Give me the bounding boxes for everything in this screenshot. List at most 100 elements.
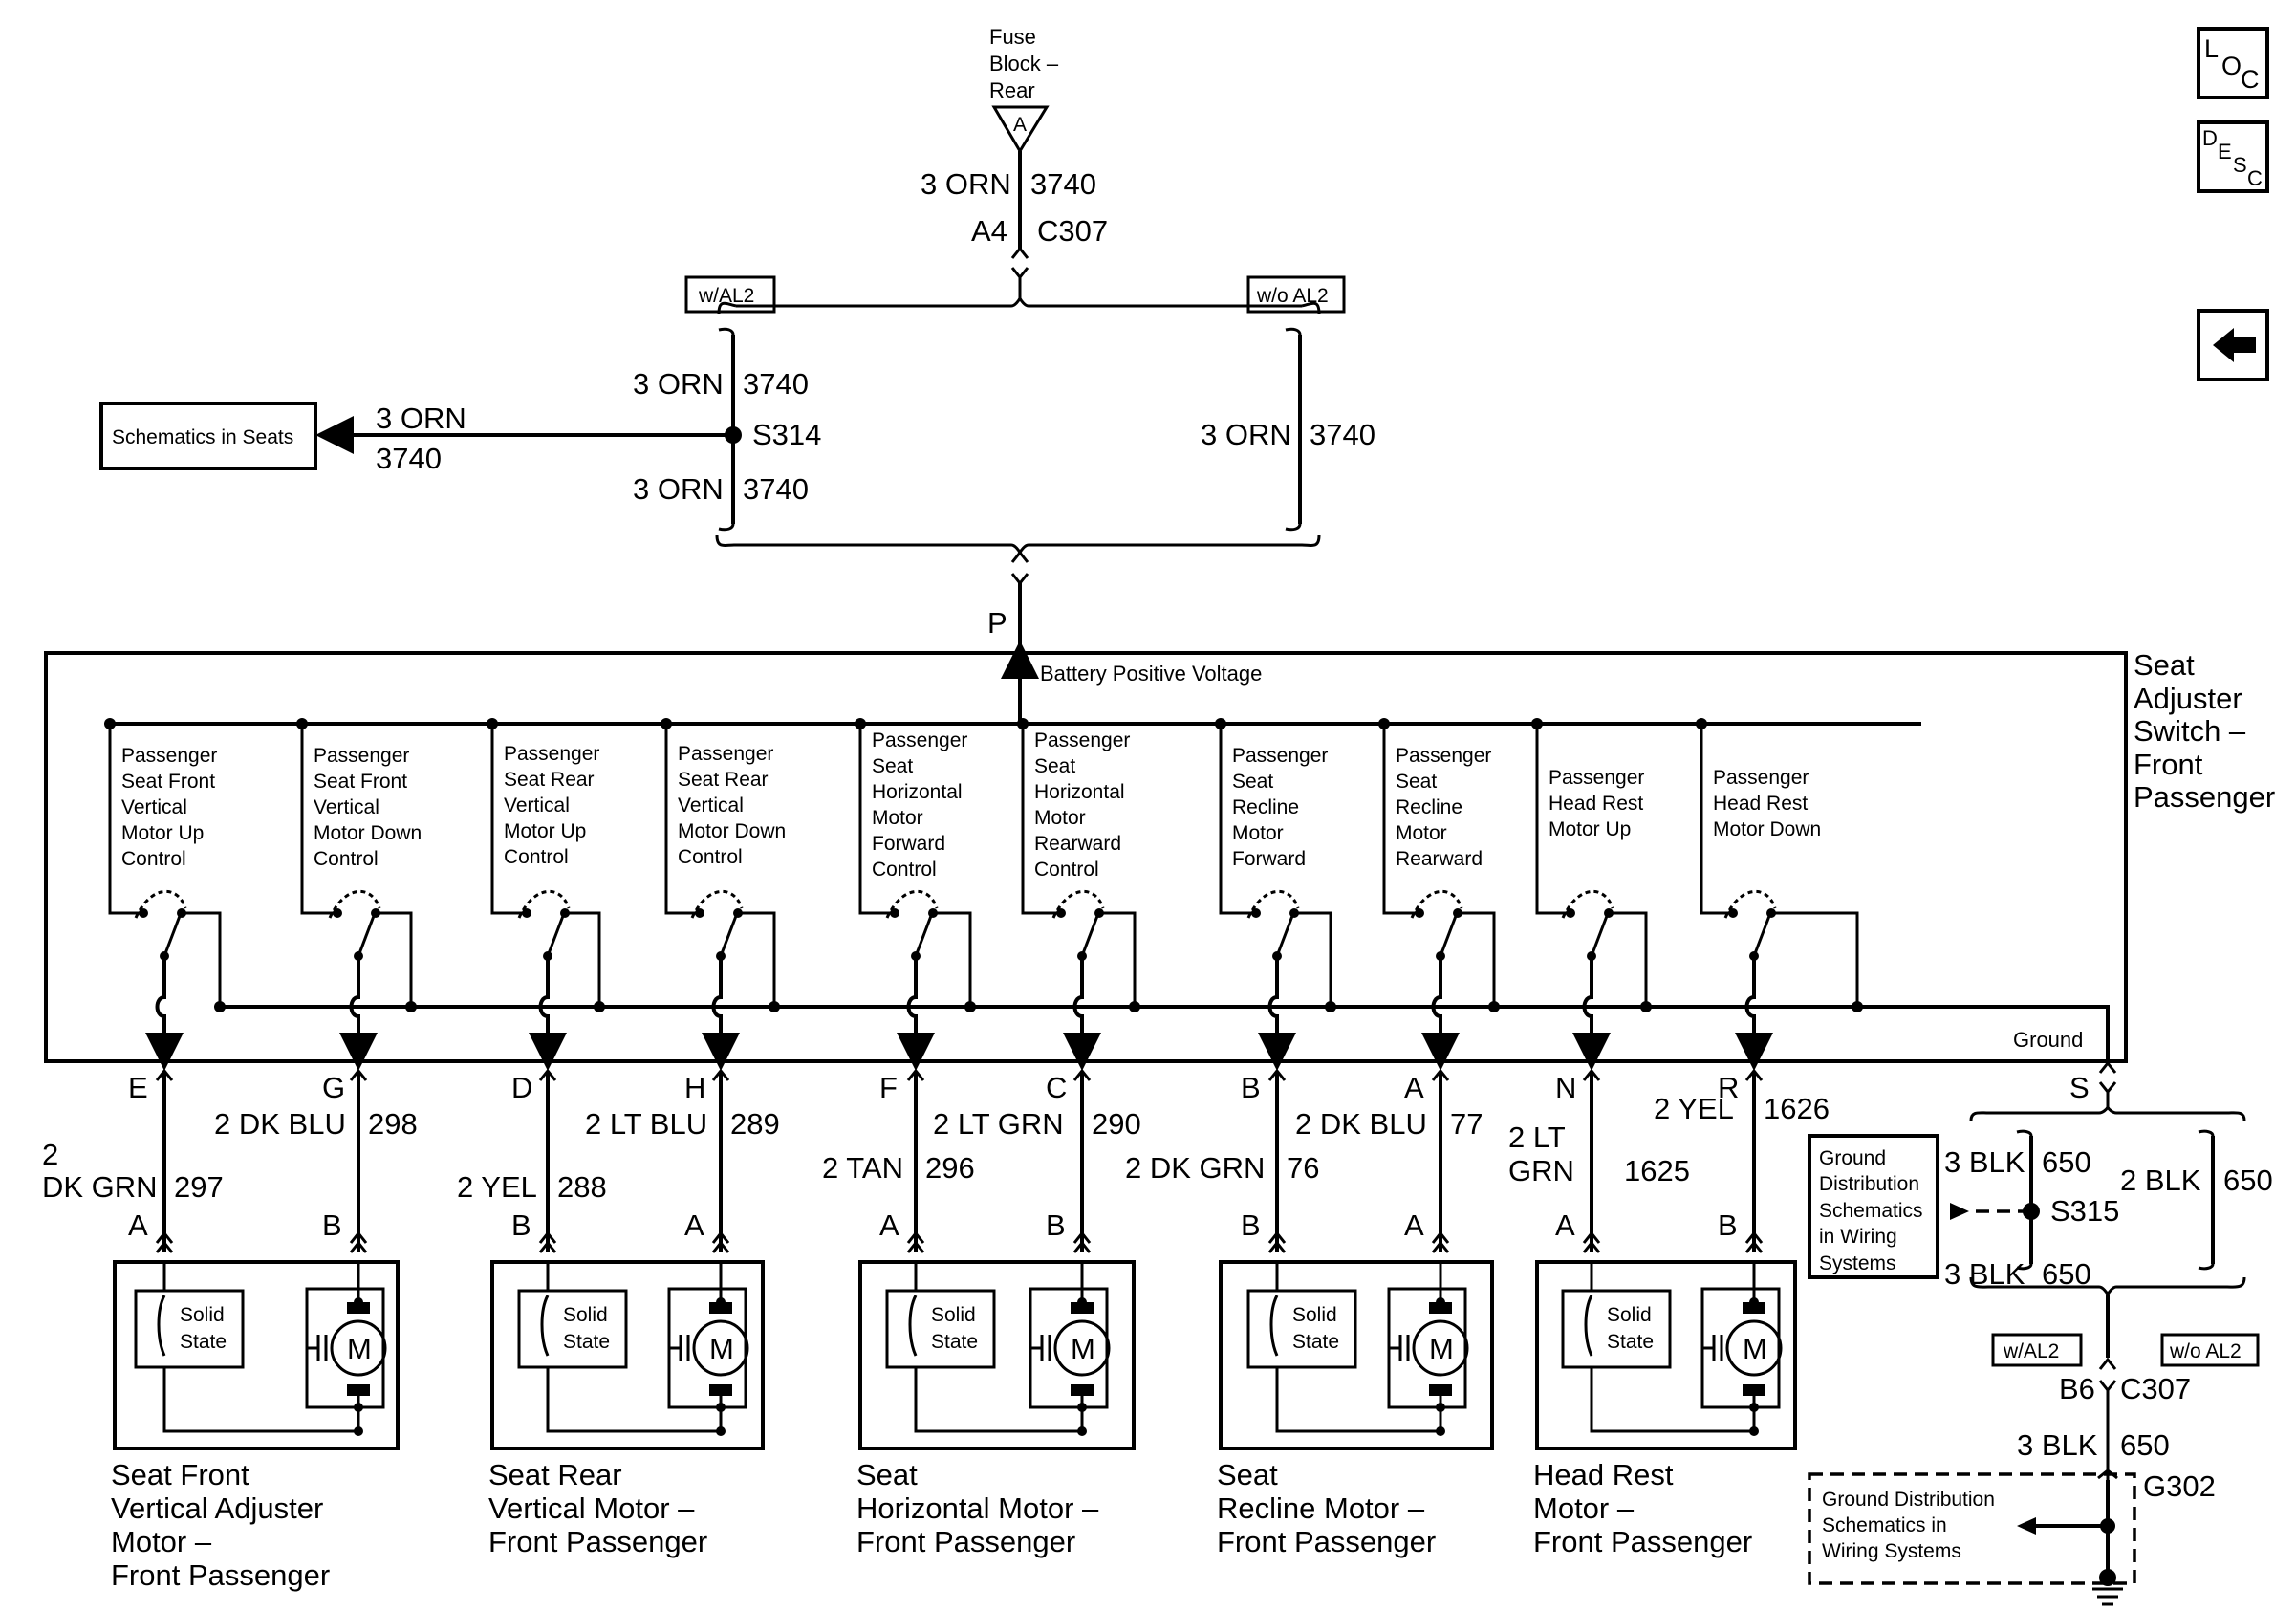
motor-symbol	[692, 1319, 749, 1377]
solid-state-label-2: State	[563, 1331, 610, 1353]
switch-pin-label: F	[879, 1071, 898, 1104]
svg-text:M: M	[347, 1332, 372, 1365]
s315-lower-wire: 3 BLK	[1944, 1257, 2025, 1291]
motor-title-line: Seat	[856, 1458, 918, 1491]
svg-text:Ground Distribution: Ground Distribution	[1822, 1489, 1995, 1511]
wire-circuit: 288	[557, 1170, 607, 1204]
motor-pin-label: A	[128, 1208, 148, 1242]
svg-text:M: M	[1743, 1332, 1767, 1365]
switch-label-line: Motor	[1232, 822, 1284, 844]
switch-pin-label: C	[1046, 1071, 1067, 1104]
switch-label-line: Head Rest	[1549, 793, 1643, 815]
switch-label-line: Seat	[872, 755, 913, 777]
svg-text:w/o AL2: w/o AL2	[1256, 285, 1329, 307]
wire-color: 2	[42, 1138, 58, 1171]
switch-label-line: Recline	[1396, 796, 1462, 818]
switch-6: PassengerSeatHorizontalMotorRearwardCont…	[1017, 718, 1140, 1071]
switch-label-line: Passenger	[1549, 767, 1644, 789]
solid-state-label-2: State	[1607, 1331, 1654, 1353]
motor-symbol	[1053, 1319, 1111, 1377]
switch-label-line: Recline	[1232, 796, 1299, 818]
switch-5: PassengerSeatHorizontalMotorForwardContr…	[855, 718, 976, 1071]
fuse-label-line1: Fuse	[989, 25, 1036, 49]
option-with-al2-top: w/AL2	[684, 275, 776, 314]
s314-branch-wire: 3 ORN	[376, 402, 466, 435]
solid-state-box	[517, 1289, 628, 1369]
switch-label-line: Control	[121, 848, 186, 870]
switch-label-line: Vertical	[314, 796, 379, 818]
chassis-ground-icon	[2092, 1569, 2123, 1606]
motor-pin-label: A	[1404, 1208, 1424, 1242]
switch-label-line: Seat	[1232, 771, 1273, 793]
loc-button[interactable]: L O C	[2197, 27, 2269, 99]
fuse-block: Fuse Block – Rear A	[989, 25, 1059, 154]
svg-text:Passenger: Passenger	[2134, 780, 2275, 814]
switch-label-line: Seat Front	[121, 771, 215, 793]
wire-color: 2 LT BLU	[585, 1107, 707, 1141]
desc-letter-d: D	[2202, 126, 2218, 150]
solid-state-label-1: Solid	[931, 1304, 976, 1326]
motor-symbol	[330, 1319, 387, 1377]
back-button[interactable]	[2197, 309, 2269, 381]
solid-state-box	[885, 1289, 996, 1369]
g302-label: G302	[2143, 1469, 2216, 1503]
wire-color: 2 DK BLU	[1295, 1107, 1427, 1141]
circuit-1625: NA	[1555, 1068, 1601, 1253]
motor-title-line: Recline Motor –	[1217, 1491, 1425, 1525]
motor-pin-label: A	[684, 1208, 704, 1242]
desc-letter-c: C	[2247, 166, 2263, 190]
s314-upper-circuit: 3740	[743, 367, 809, 401]
schematics-in-seats-link[interactable]: Schematics in Seats	[99, 402, 317, 470]
switch-pin-label: N	[1555, 1071, 1576, 1104]
g302-wire: 3 BLK	[2017, 1428, 2098, 1462]
svg-text:Ground: Ground	[1819, 1147, 1886, 1169]
fuse-terminal-label: A	[1013, 114, 1027, 136]
motor-title-line: Motor –	[111, 1525, 212, 1558]
desc-button[interactable]: D E S C	[2197, 120, 2269, 193]
motor-pin-label: B	[1241, 1208, 1261, 1242]
ground-distribution-ref-link[interactable]: Ground Distribution Schematics in Wiring…	[1808, 1134, 1939, 1279]
solid-state-box	[1561, 1289, 1672, 1369]
switch-label-line: Seat Front	[314, 771, 407, 793]
switch-label-line: Motor	[1034, 807, 1086, 829]
svg-text:M: M	[709, 1332, 734, 1365]
svg-text:w/AL2: w/AL2	[2003, 1340, 2059, 1362]
switch-pin-label: B	[1241, 1071, 1261, 1104]
ground-distribution-dashed-box[interactable]: Ground Distribution Schematics in Wiring…	[1808, 1472, 2136, 1585]
switch-label-line: Vertical	[121, 796, 187, 818]
wire-color: 2 LT GRN	[933, 1107, 1064, 1141]
wire-color-line2: DK GRN	[42, 1170, 158, 1204]
wo-al2-circuit: 3740	[1310, 418, 1375, 451]
wo-al2-wire: 3 ORN	[1201, 418, 1291, 451]
circuit-76: BB	[1241, 1068, 1287, 1253]
gnd-right-wire: 2 BLK	[2120, 1164, 2201, 1197]
motor-title-line: Seat Front	[111, 1458, 249, 1491]
solid-state-box	[1246, 1289, 1357, 1369]
c307-pin-a4: A4	[971, 214, 1007, 248]
wire-color: 2 DK BLU	[214, 1107, 346, 1141]
svg-text:w/AL2: w/AL2	[698, 285, 754, 307]
solid-state-label-2: State	[931, 1331, 978, 1353]
loc-letter-c: C	[2241, 65, 2260, 94]
motor-title-line: Vertical Adjuster	[111, 1491, 323, 1525]
switch-pin-label: A	[1404, 1071, 1424, 1104]
s314-branch-circuit: 3740	[376, 442, 442, 475]
motor-title-line: Seat Rear	[488, 1458, 622, 1491]
svg-text:w/o AL2: w/o AL2	[2169, 1340, 2242, 1362]
solid-state-label-1: Solid	[563, 1304, 608, 1326]
solid-state-label-2: State	[1292, 1331, 1339, 1353]
ground-label: Ground	[2013, 1028, 2083, 1052]
wire-circuit: 1625	[1624, 1154, 1690, 1187]
motor-symbol	[1412, 1319, 1469, 1377]
wire-circuit: 289	[730, 1107, 780, 1141]
motor-symbol	[1725, 1319, 1783, 1377]
